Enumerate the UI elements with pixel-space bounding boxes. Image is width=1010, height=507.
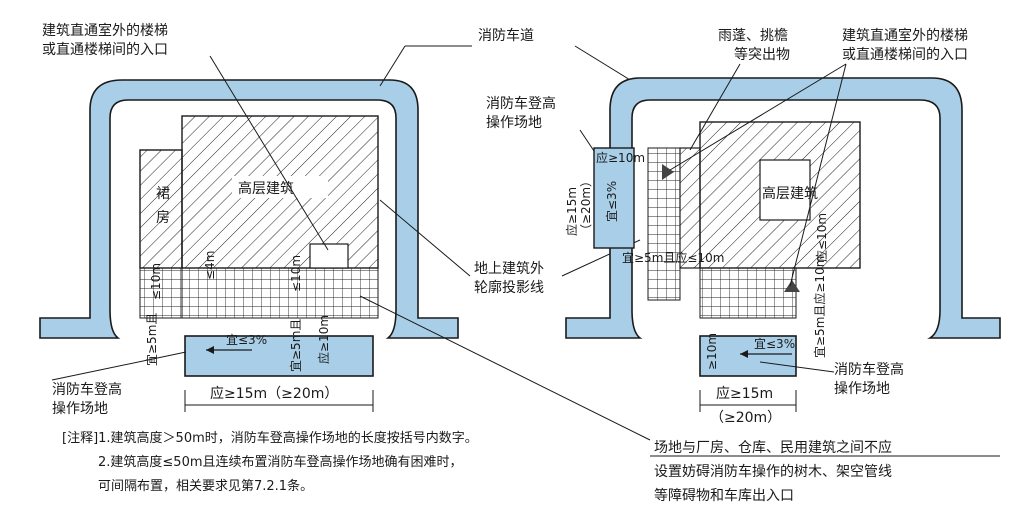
dim-right-15m-1: 应≥15m: [564, 187, 579, 236]
slope-right-v: 宜≤3%: [604, 181, 619, 222]
dim-left-10m-b: ≤10m: [289, 255, 303, 292]
mid-pad-label-1: 消防车登高: [486, 95, 556, 112]
dim-right-10m-top: 应≥10m: [596, 150, 645, 165]
right-core: [759, 159, 811, 221]
left-pad-extension: [184, 335, 374, 377]
canopy-label-1: 雨蓬、挑檐: [718, 28, 788, 44]
dim-left-10m-a: ≤10m: [149, 263, 163, 300]
br-note-3: 等障碍物和车库出入口: [654, 487, 794, 503]
left-podium: [139, 149, 183, 269]
left-tower-label: 高层建筑: [238, 180, 294, 197]
left-apron: [181, 267, 379, 319]
br-note-1: 场地与厂房、仓库、民用建筑之间不应: [654, 439, 892, 456]
dim-right-5m: 宜≥5m且应≤10m: [622, 250, 724, 265]
right-stair-label-1: 建筑直通室外的楼梯: [842, 27, 968, 44]
dim-right-15m-b1: 应≥15m: [716, 385, 773, 402]
dim-left-5m-a: 宜≥5m且: [144, 313, 159, 366]
left-stair-label-1: 建筑直通室外的楼梯: [42, 22, 168, 39]
left-pad-label-2: 操作场地: [52, 401, 108, 417]
right-stair-label-2: 或直通楼梯间的入口: [842, 46, 968, 63]
outline-label-2: 轮廓投影线: [474, 279, 544, 296]
slope-right: 宜≤3%: [754, 336, 795, 351]
left-stair-label-2: 或直通楼梯间的入口: [42, 41, 168, 58]
dim-left-10m-c: 应≥10m: [316, 315, 331, 364]
left-diagram: 裙 房 高层建筑 ≤10m ≤4m ≤10m 宜≥5m且 宜≥5m且 应≥10m…: [39, 22, 641, 417]
left-pad-label-1: 消防车登高: [52, 381, 122, 398]
right-canopy: [679, 147, 701, 269]
left-apron-podium: [139, 267, 183, 319]
dim-right-10m-b: ≥10m: [705, 333, 719, 370]
middle-labels: 地上建筑外 轮廓投影线 消防车登高 操作场地: [359, 95, 651, 441]
mid-pad-label-2: 操作场地: [486, 115, 542, 131]
dim-left-5m-b: 宜≥5m且: [288, 319, 303, 372]
right-fire-road: [565, 77, 1001, 339]
dim-left-15m: 应≥15m（≥20m）: [210, 385, 338, 402]
note-2: 2.建筑高度≤50m且连续布置消防车登高操作场地确有困难时，: [98, 454, 463, 470]
dim-right-10m-r: 应≤10m: [814, 213, 829, 262]
dim-right-15m-2: （≥20m）: [579, 175, 593, 236]
entrance-marker-top: [662, 164, 674, 180]
note-3: 可间隔布置，相关要求见第7.2.1条。: [98, 478, 313, 494]
right-pad-label-2: 操作场地: [834, 381, 890, 397]
entrance-marker-bottom: [784, 280, 800, 292]
road-label: 消防车道: [478, 27, 534, 44]
right-side-pad: [593, 147, 635, 249]
left-entrance: [309, 243, 349, 269]
canopy-label-2: 等突出物: [734, 46, 790, 63]
right-pad-label-1: 消防车登高: [834, 361, 904, 378]
bottom-right-notes: 场地与厂房、仓库、民用建筑之间不应 设置妨碍消防车操作的树木、架空管线 等障碍物…: [650, 439, 1000, 504]
dim-left-4m: ≤4m: [203, 251, 217, 280]
dim-right-5m-r: 宜≥5m且应≥10m: [812, 256, 827, 358]
podium-label-2: 房: [156, 210, 170, 226]
right-tower-label: 高层建筑: [762, 185, 818, 202]
dim-right-15m-b2: （≥20m）: [710, 410, 781, 426]
right-apron-bottom: [699, 267, 797, 319]
br-note-2: 设置妨碍消防车操作的树木、架空管线: [654, 463, 892, 480]
podium-label-1: 裙: [156, 186, 170, 202]
notes: [注释]1.建筑高度＞50m时，消防车登高操作场地的长度按括号内数字。 2.建筑…: [62, 430, 478, 494]
left-fire-road: [39, 79, 459, 339]
outline-label-1: 地上建筑外: [474, 261, 544, 277]
right-diagram: 高层建筑 应≥10m 应≥15m （≥20m） 宜≤3% 宜≥5m且应≤10m …: [564, 27, 1001, 426]
slope-left: 宜≤3%: [226, 332, 267, 347]
note-1: [注释]1.建筑高度＞50m时，消防车登高操作场地的长度按括号内数字。: [62, 430, 478, 446]
